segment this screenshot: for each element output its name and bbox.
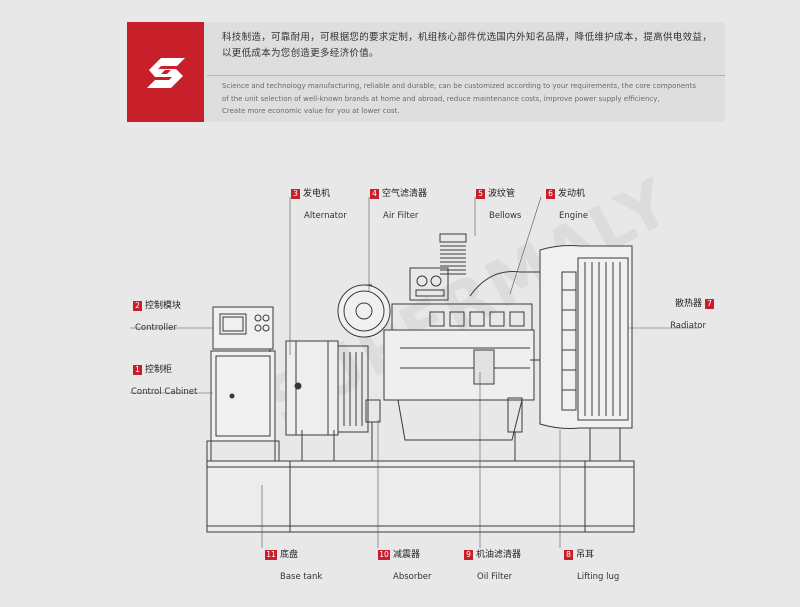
intro-en-line3: Create more economic value for you at lo…	[222, 107, 400, 115]
callout-number: 9	[464, 550, 473, 560]
callout-label-cn: 机油滤清器	[476, 550, 522, 560]
callout-label-en: Controller	[135, 323, 177, 333]
callout-number: 7	[705, 299, 714, 309]
callout-label-cn: 减震器	[393, 550, 421, 560]
callout-number: 11	[265, 550, 277, 560]
callout-label-en: Oil Filter	[477, 572, 513, 582]
callout-label-cn: 吊耳	[576, 550, 595, 560]
callout-label-cn: 散热器	[674, 299, 702, 309]
intro-en-line2: of the unit selection of well-known bran…	[222, 94, 660, 103]
intro-cn-line1: 科技制造，可靠耐用，可根据您的要求定制，机组核心部件优选国内外知名品牌，降低维护…	[222, 32, 713, 43]
callout-number: 5	[476, 189, 485, 199]
callout-label-en: Absorber	[393, 572, 432, 582]
callout-label-en: Alternator	[304, 211, 347, 221]
leader-lines	[130, 196, 700, 548]
brand-logo-icon	[147, 58, 185, 88]
callout-label-cn: 波纹管	[488, 189, 516, 199]
callout-label-en: Bellows	[489, 211, 522, 221]
callout-label-en: Radiator	[670, 321, 706, 331]
callout-number: 10	[378, 550, 390, 560]
callout-label-en: Lifting lug	[577, 572, 620, 582]
callout-number: 8	[564, 550, 573, 560]
callout-number: 6	[546, 189, 555, 199]
callout-label-cn: 底盘	[280, 550, 299, 560]
callout-number: 2	[133, 301, 142, 311]
callout-label-cn: 控制柜	[145, 365, 173, 375]
callout-label-en: Base tank	[280, 572, 323, 582]
brand-logo	[127, 22, 204, 122]
control-cabinet-drawing	[206, 350, 280, 462]
callout-label-cn: 空气滤清器	[382, 189, 428, 199]
intro-chinese: 科技制造，可靠耐用，可根据您的要求定制，机组核心部件优选国内外知名品牌，降低维护…	[222, 30, 712, 62]
callout-number: 3	[291, 189, 300, 199]
intro-en-line1: Science and technology manufacturing, re…	[222, 82, 697, 90]
callout-label-en: Air Filter	[383, 211, 419, 221]
intro-english: Science and technology manufacturing, re…	[222, 80, 712, 118]
air-filter-drawing	[337, 284, 391, 338]
callout-label-en: Control Cabinet	[131, 387, 198, 397]
base-tank-drawing	[206, 460, 635, 533]
callout-number: 4	[370, 189, 379, 199]
radiator-drawing	[539, 245, 633, 461]
callout-label-en: Engine	[559, 211, 589, 221]
engine-drawing	[365, 233, 556, 461]
intro-cn-line2: 以更低成本为您创造更多经济价值。	[222, 48, 379, 59]
alternator-drawing	[285, 340, 369, 461]
header-panel	[127, 22, 725, 122]
callout-number: 1	[133, 365, 142, 375]
callout-label-cn: 发电机	[303, 189, 331, 199]
callout-label-cn: 控制模块	[145, 301, 182, 311]
controller-drawing	[212, 306, 274, 352]
header-divider	[207, 75, 725, 76]
callout-label-cn: 发动机	[558, 189, 586, 199]
